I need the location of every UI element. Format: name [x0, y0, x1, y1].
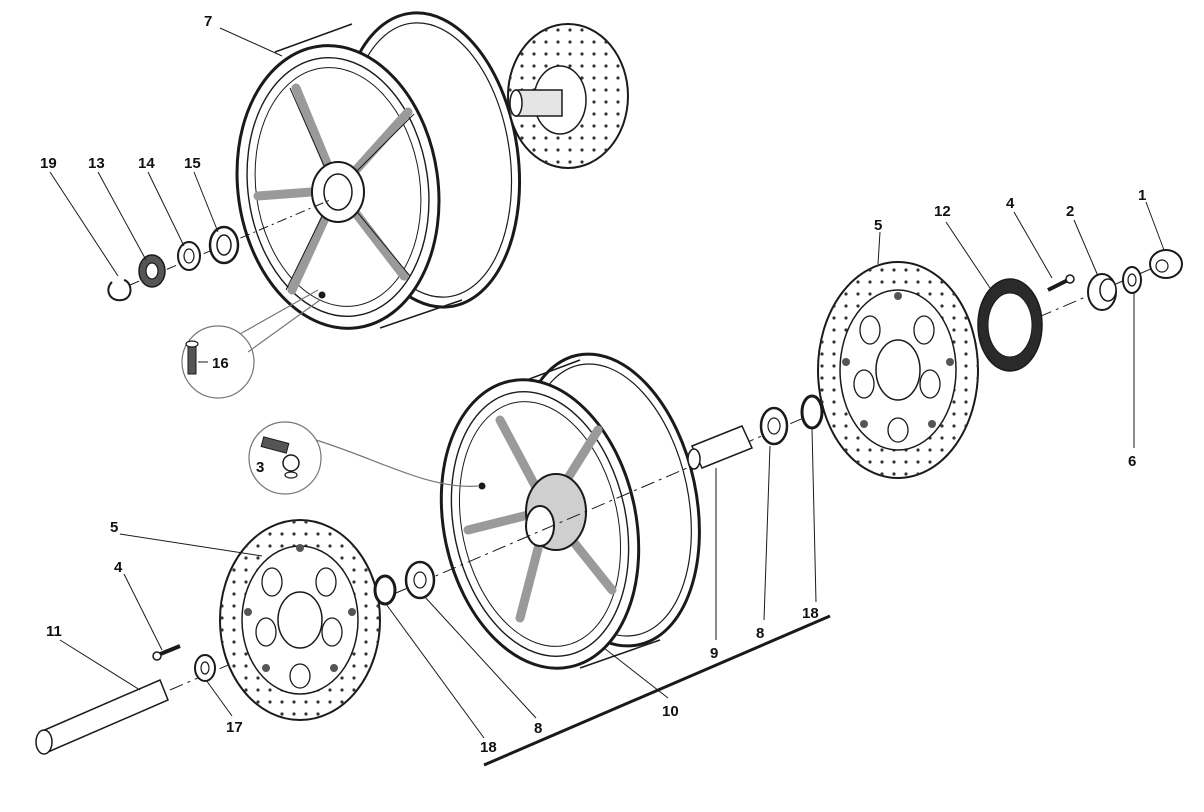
rear-hub-parts — [107, 199, 331, 302]
front-wheel — [439, 352, 701, 670]
callout-8-left: 8 — [534, 720, 542, 737]
callout-9: 9 — [710, 645, 718, 662]
leader-lines — [49, 27, 1165, 739]
callout-8-right: 8 — [756, 625, 764, 642]
rear-wheel — [235, 11, 522, 330]
callout-1: 1 — [1138, 187, 1146, 204]
callout-19: 19 — [40, 155, 57, 172]
front-brake-disc-right — [817, 261, 979, 479]
rear-brake-disc — [507, 23, 629, 169]
assembly-bracket-line — [483, 614, 831, 767]
callout-labels: 1 2 3 4 4 5 5 6 7 8 8 9 10 11 12 13 14 1… — [40, 13, 1146, 756]
callout-18-right: 18 — [802, 605, 819, 622]
valve-detail-bubble — [181, 289, 321, 399]
callout-15: 15 — [184, 155, 201, 172]
callout-11: 11 — [46, 623, 62, 640]
callout-17: 17 — [226, 719, 243, 736]
callout-16: 16 — [212, 355, 229, 372]
callout-6: 6 — [1128, 453, 1136, 470]
sensor-ring — [977, 278, 1043, 372]
callout-3: 3 — [256, 459, 264, 476]
callout-13: 13 — [88, 155, 105, 172]
callout-4-right: 4 — [1006, 195, 1015, 212]
callout-14: 14 — [138, 155, 155, 172]
callout-5-right: 5 — [874, 217, 882, 234]
callout-18-left: 18 — [480, 739, 497, 756]
callout-2: 2 — [1066, 203, 1074, 220]
callout-5-left: 5 — [110, 519, 118, 536]
front-valve-detail-bubble — [248, 421, 479, 495]
callout-4-left: 4 — [114, 559, 123, 576]
front-brake-disc-left — [219, 519, 381, 721]
callout-12: 12 — [934, 203, 951, 220]
front-hub-parts — [35, 249, 1183, 755]
callout-10: 10 — [662, 703, 679, 720]
callout-7: 7 — [204, 13, 212, 30]
